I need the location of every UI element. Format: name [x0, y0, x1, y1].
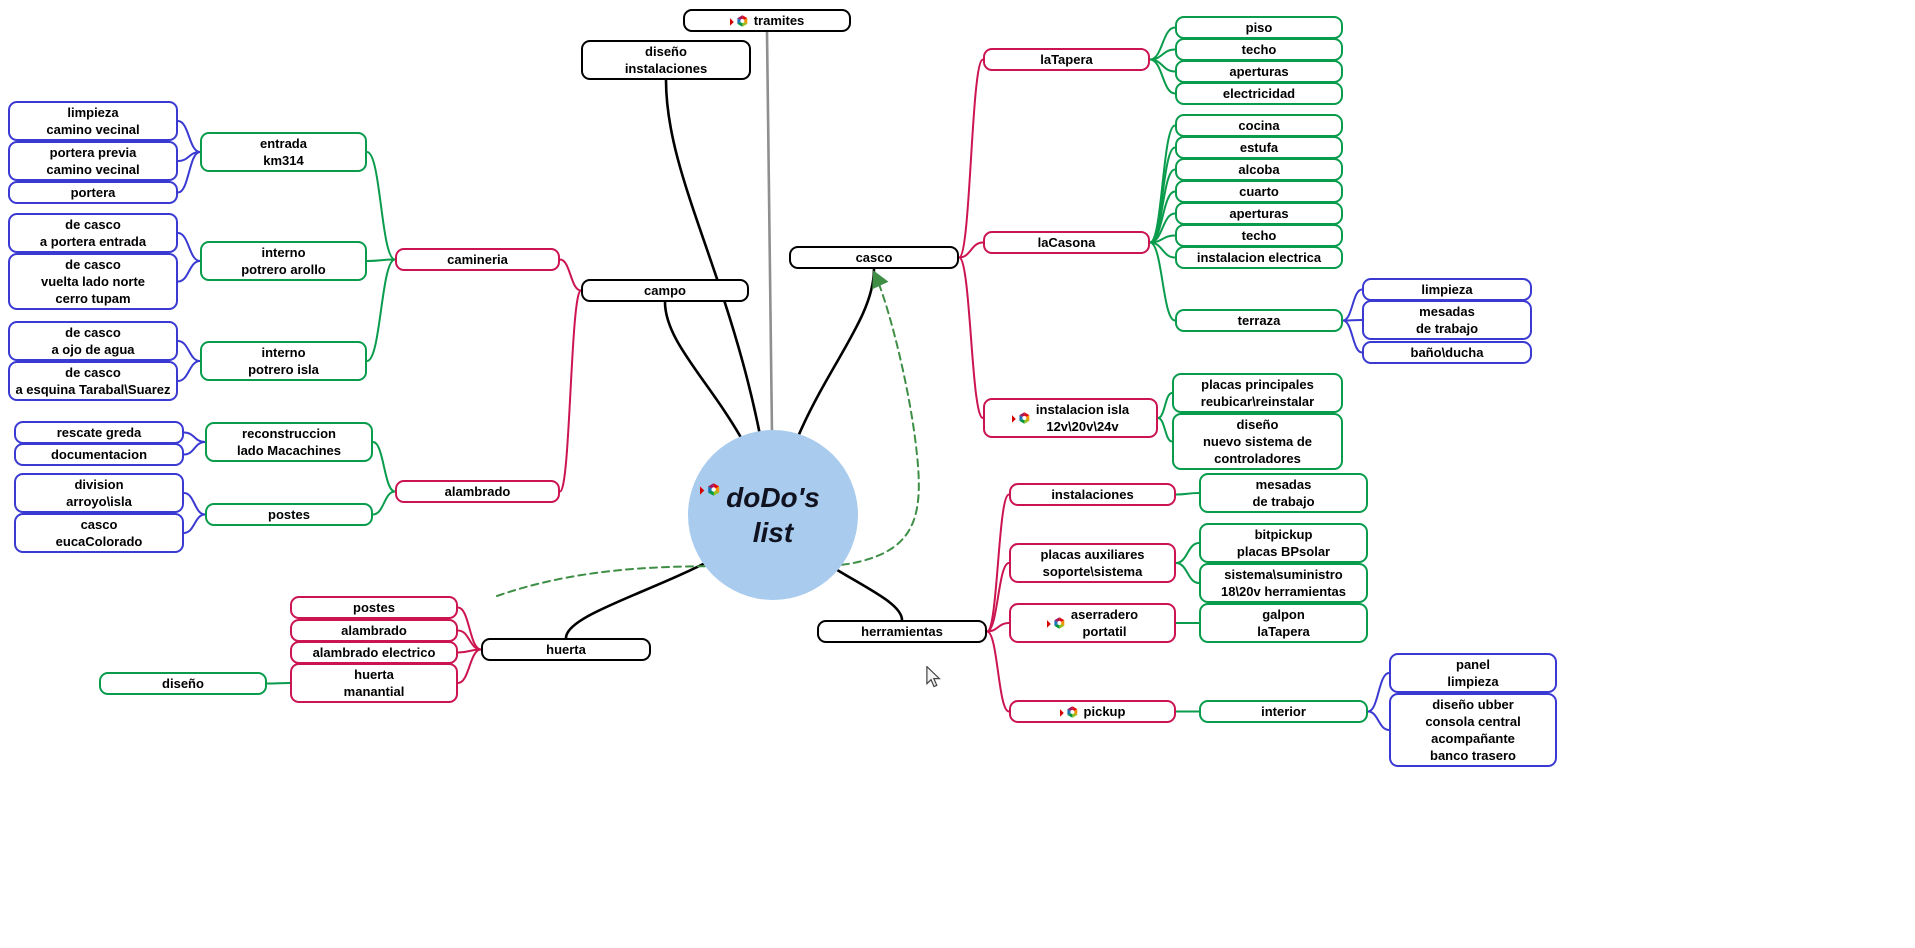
node-casco[interactable]: casco: [789, 246, 959, 269]
node-diseno-instalaciones[interactable]: diseño instalaciones: [581, 40, 751, 80]
node-postes-huerta[interactable]: postes: [290, 596, 458, 619]
node-campo[interactable]: campo: [581, 279, 749, 302]
node-de-casco-vuelta-lado-norte[interactable]: de casco vuelta lado norte cerro tupam: [8, 253, 178, 310]
node-huerta[interactable]: huerta: [481, 638, 651, 661]
node-label: tramites: [753, 13, 805, 28]
node-bitpickup-bpsolar[interactable]: bitpickup placas BPsolar: [1199, 523, 1368, 563]
node-limpieza-camino-vecinal[interactable]: limpieza camino vecinal: [8, 101, 178, 141]
node-rescate-greda[interactable]: rescate greda: [14, 421, 184, 444]
node-casco-eucacolorado[interactable]: casco eucaColorado: [14, 513, 184, 553]
node-limpieza-terraza[interactable]: limpieza: [1362, 278, 1532, 301]
launch-icon: [1046, 617, 1065, 629]
launch-icon: [729, 14, 747, 27]
node-alambrado[interactable]: alambrado: [395, 480, 560, 503]
node-galpon-latapera[interactable]: galpon laTapera: [1199, 603, 1368, 643]
node-herramientas[interactable]: herramientas: [817, 620, 987, 643]
node-piso[interactable]: piso: [1175, 16, 1343, 39]
node-aserradero-portatil[interactable]: aserradero portatil: [1009, 603, 1176, 643]
launch-icon: [1011, 412, 1030, 424]
node-camineria[interactable]: camineria: [395, 248, 560, 271]
node-de-casco-a-esquina-tarabal[interactable]: de casco a esquina Tarabal\Suarez: [8, 361, 178, 401]
node-techo-casona[interactable]: techo: [1175, 224, 1343, 247]
node-entrada-km314[interactable]: entrada km314: [200, 132, 367, 172]
node-instalaciones[interactable]: instalaciones: [1009, 483, 1176, 506]
node-instalacion-isla[interactable]: instalacion isla 12v\20v\24v: [983, 398, 1158, 438]
node-de-casco-a-ojo-de-agua[interactable]: de casco a ojo de agua: [8, 321, 178, 361]
node-mesadas-de-trabajo-terraza[interactable]: mesadas de trabajo: [1362, 300, 1532, 340]
node-mesadas-de-trabajo[interactable]: mesadas de trabajo: [1199, 473, 1368, 513]
node-label: pickup: [1083, 704, 1126, 719]
node-diseno-ubber[interactable]: diseño ubber consola central acompañante…: [1389, 693, 1557, 767]
node-de-casco-a-portera-entrada[interactable]: de casco a portera entrada: [8, 213, 178, 253]
node-techo[interactable]: techo: [1175, 38, 1343, 61]
node-alcoba[interactable]: alcoba: [1175, 158, 1343, 181]
node-documentacion[interactable]: documentacion: [14, 443, 184, 466]
node-instalacion-electrica[interactable]: instalacion electrica: [1175, 246, 1343, 269]
node-interno-potrero-arollo[interactable]: interno potrero arollo: [200, 241, 367, 281]
node-cuarto[interactable]: cuarto: [1175, 180, 1343, 203]
node-placas-principales[interactable]: placas principales reubicar\reinstalar: [1172, 373, 1343, 413]
node-latapera[interactable]: laTapera: [983, 48, 1150, 71]
root-label: doDo's list: [726, 482, 820, 548]
node-huerta-manantial[interactable]: huerta manantial: [290, 663, 458, 703]
node-interior[interactable]: interior: [1199, 700, 1368, 723]
node-panel-limpieza[interactable]: panel limpieza: [1389, 653, 1557, 693]
node-diseno-huerta[interactable]: diseño: [99, 672, 267, 695]
node-division-arroyo-isla[interactable]: division arroyo\isla: [14, 473, 184, 513]
node-aperturas[interactable]: aperturas: [1175, 60, 1343, 83]
node-diseno-controladores[interactable]: diseño nuevo sistema de controladores: [1172, 413, 1343, 470]
node-label: instalacion isla 12v\20v\24v: [1035, 402, 1130, 434]
node-aperturas-casona[interactable]: aperturas: [1175, 202, 1343, 225]
mouse-cursor: [926, 666, 941, 688]
node-interno-potrero-isla[interactable]: interno potrero isla: [200, 341, 367, 381]
node-electricidad[interactable]: electricidad: [1175, 82, 1343, 105]
node-reconstruccion-macachines[interactable]: reconstruccion lado Macachines: [205, 422, 373, 462]
node-terraza[interactable]: terraza: [1175, 309, 1343, 332]
node-bano-ducha[interactable]: baño\ducha: [1362, 341, 1532, 364]
node-estufa[interactable]: estufa: [1175, 136, 1343, 159]
node-lacasona[interactable]: laCasona: [983, 231, 1150, 254]
root-node-dodos-list[interactable]: doDo's list: [688, 430, 858, 600]
node-portera-previa[interactable]: portera previa camino vecinal: [8, 141, 178, 181]
node-placas-auxiliares[interactable]: placas auxiliares soporte\sistema: [1009, 543, 1176, 583]
node-alambrado-electrico[interactable]: alambrado electrico: [290, 641, 458, 664]
node-label: aserradero portatil: [1070, 607, 1139, 639]
node-alambrado-huerta[interactable]: alambrado: [290, 619, 458, 642]
node-pickup[interactable]: pickup: [1009, 700, 1176, 723]
node-cocina[interactable]: cocina: [1175, 114, 1343, 137]
node-tramites[interactable]: tramites: [683, 9, 851, 32]
node-portera[interactable]: portera: [8, 181, 178, 204]
launch-icon: [700, 483, 720, 496]
node-postes[interactable]: postes: [205, 503, 373, 526]
launch-icon: [1059, 705, 1077, 718]
node-sistema-suministro[interactable]: sistema\suministro 18\20v herramientas: [1199, 563, 1368, 603]
